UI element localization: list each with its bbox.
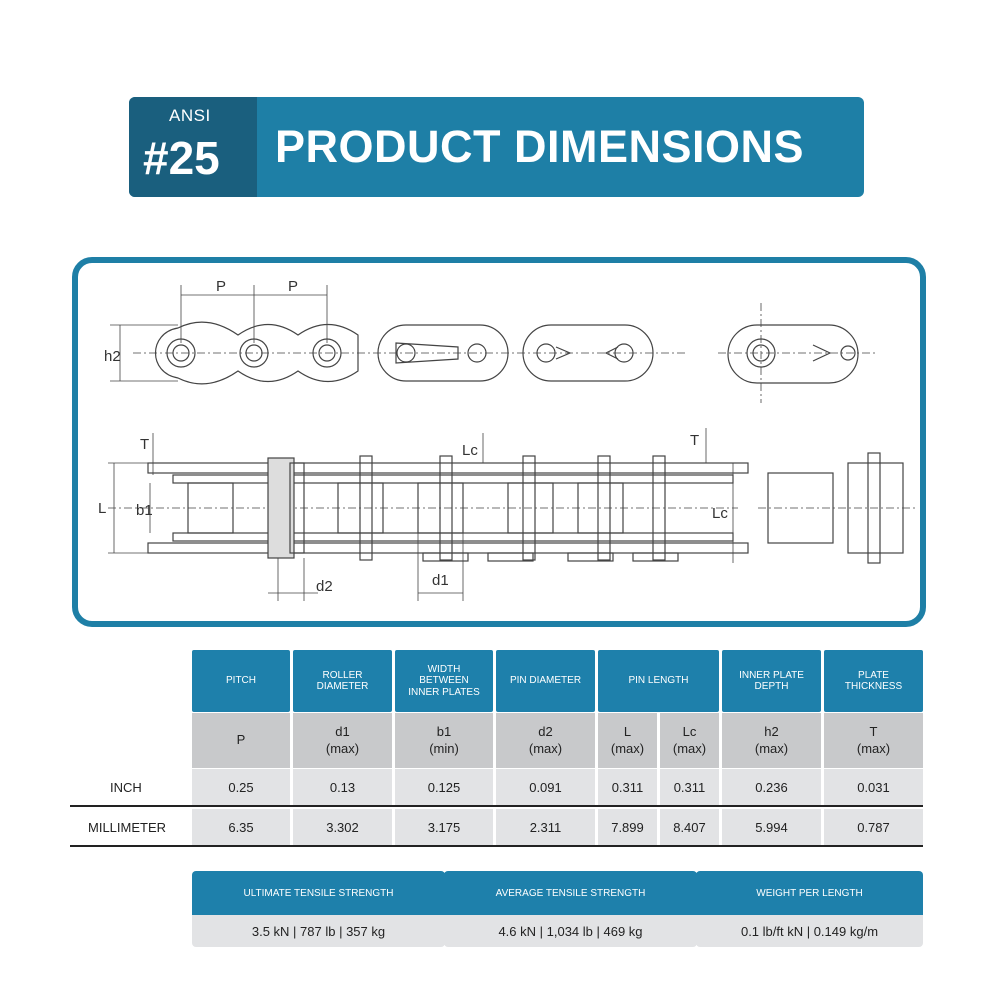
chain-drawing: P P h2 T L b1 Lc T Lc d2 d1: [98, 278, 918, 601]
unit-h2: (max): [754, 740, 789, 756]
dim-label-l: L: [98, 500, 106, 517]
symbol-t: T: [869, 724, 878, 740]
col-header-pitch: PITCH: [192, 650, 290, 712]
symbol-cell-p: P: [192, 713, 290, 768]
row-label-millimeter: MILLIMETER: [88, 820, 167, 835]
unit-d1: (max): [325, 740, 360, 756]
page-title: PRODUCT DIMENSIONS: [275, 121, 805, 172]
bottom-view-plan: [108, 428, 918, 601]
symbol-cell-l: L(max): [598, 713, 657, 768]
table-cell: 5.994: [722, 809, 821, 845]
symbol-cell-t: T(max): [824, 713, 923, 768]
symbol-d2: d2: [538, 724, 553, 740]
unit-d2: (max): [528, 740, 563, 756]
table-cell: 0.25: [192, 769, 290, 805]
table-cell: 2.311: [496, 809, 595, 845]
symbol-l: L: [623, 724, 632, 740]
card-value: 3.5 kN | 787 lb | 357 kg: [192, 915, 445, 947]
card-title: AVERAGE TENSILE STRENGTH: [444, 871, 697, 915]
table-cell: 0.787: [824, 809, 923, 845]
card-value: 4.6 kN | 1,034 lb | 469 kg: [444, 915, 697, 947]
card-value: 0.1 lb/ft kN | 0.149 kg/m: [696, 915, 923, 947]
table-cell: 0.13: [293, 769, 392, 805]
symbol-d1: d1: [335, 724, 350, 740]
table-cell: 8.407: [660, 809, 719, 845]
col-header-width-between-inner-plates: WIDTH BETWEEN INNER PLATES: [395, 650, 493, 712]
ansi-label: ANSI: [169, 106, 211, 125]
table-cell: 0.236: [722, 769, 821, 805]
dim-label-b1: b1: [136, 502, 153, 519]
ansi-number: #25: [143, 132, 220, 184]
unit-l: (max): [610, 740, 645, 756]
dim-label-lc-right: Lc: [712, 505, 728, 522]
row-divider-top: [70, 805, 923, 807]
symbol-b1: b1: [436, 724, 452, 740]
symbol-cell-b1: b1(min): [395, 713, 493, 768]
col-header-inner-plate-depth: INNER PLATE DEPTH: [722, 650, 821, 712]
ansi-badge: ANSI #25: [129, 97, 257, 197]
table-cell: 0.091: [496, 769, 595, 805]
unit-b1: (min): [429, 740, 459, 756]
symbol-h2: h2: [764, 724, 779, 740]
symbol-cell-h2: h2(max): [722, 713, 821, 768]
unit-lc: (max): [672, 740, 707, 756]
col-header-pin-diameter: PIN DIAMETER: [496, 650, 595, 712]
table-cell: 0.031: [824, 769, 923, 805]
col-header-pin-length: PIN LENGTH: [598, 650, 719, 712]
chain-diagram-frame: P P h2 T L b1 Lc T Lc d2 d1: [72, 257, 926, 627]
row-divider-bottom: [70, 845, 923, 847]
table-cell: 3.175: [395, 809, 493, 845]
card-title: WEIGHT PER LENGTH: [696, 871, 923, 915]
top-view-links: [110, 285, 878, 403]
dim-label-t-left: T: [140, 436, 149, 453]
weight-per-length-card: WEIGHT PER LENGTH 0.1 lb/ft kN | 0.149 k…: [696, 871, 923, 947]
table-cell: 6.35: [192, 809, 290, 845]
card-title: ULTIMATE TENSILE STRENGTH: [192, 871, 445, 915]
average-tensile-strength-card: AVERAGE TENSILE STRENGTH 4.6 kN | 1,034 …: [444, 871, 697, 947]
symbol-p: P: [236, 732, 246, 748]
symbol-cell-lc: Lc(max): [660, 713, 719, 768]
unit-t: (max): [856, 740, 891, 756]
col-header-roller-diameter: ROLLER DIAMETER: [293, 650, 392, 712]
dim-label-lc-top: Lc: [462, 442, 478, 459]
row-label-inch: INCH: [110, 780, 142, 795]
table-cell: 0.125: [395, 769, 493, 805]
symbol-cell-d2: d2(max): [496, 713, 595, 768]
dim-label-h2: h2: [104, 348, 121, 365]
table-cell: 3.302: [293, 809, 392, 845]
dim-label-t-right: T: [690, 432, 699, 449]
dim-label-d2: d2: [316, 578, 333, 595]
table-cell: 0.311: [598, 769, 657, 805]
dim-label-p2: P: [288, 278, 298, 295]
col-header-plate-thickness: PLATE THICKNESS: [824, 650, 923, 712]
table-cell: 0.311: [660, 769, 719, 805]
dim-label-d1: d1: [432, 572, 449, 589]
symbol-lc: Lc: [682, 724, 697, 740]
header-banner: ANSI #25 PRODUCT DIMENSIONS: [129, 97, 864, 197]
ultimate-tensile-strength-card: ULTIMATE TENSILE STRENGTH 3.5 kN | 787 l…: [192, 871, 445, 947]
symbol-cell-d1: d1(max): [293, 713, 392, 768]
dim-label-p1: P: [216, 278, 226, 295]
table-cell: 7.899: [598, 809, 657, 845]
